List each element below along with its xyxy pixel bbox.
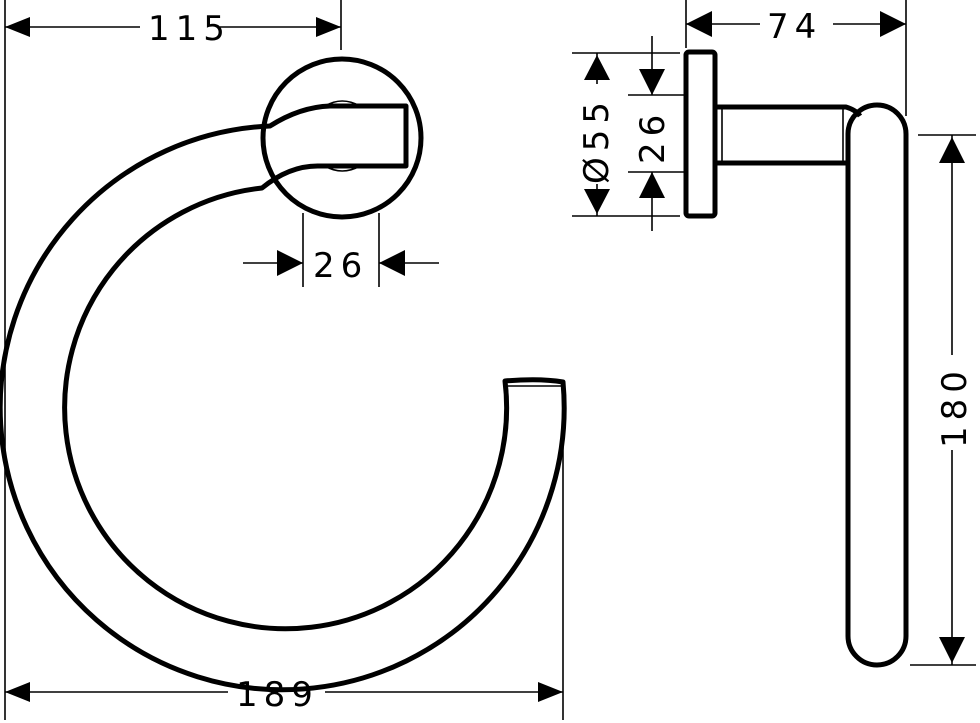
- dimension-189: 189: [4, 382, 564, 720]
- dimension-26-side: 26: [628, 36, 684, 231]
- side-view: [683, 49, 909, 668]
- dimension-55: Ø55: [572, 52, 680, 217]
- dim-label-189: 189: [236, 675, 319, 715]
- front-view: [0, 56, 567, 693]
- arm-hub: [324, 100, 361, 172]
- wall-rosette: [260, 56, 424, 220]
- dim-label-180: 180: [935, 365, 975, 448]
- dimension-74: 74: [685, 0, 907, 116]
- dim-label-26-front: 26: [313, 246, 368, 286]
- towel-ring: [0, 103, 567, 693]
- dim-label-26-side: 26: [633, 109, 673, 164]
- dim-label-diameter-55: Ø55: [577, 96, 617, 184]
- dim-label-74: 74: [767, 7, 822, 47]
- side-ring: [845, 102, 909, 668]
- dim-label-115: 115: [148, 9, 231, 49]
- side-rosette: [683, 49, 718, 219]
- dimension-115: 115: [4, 0, 342, 440]
- dimension-180: 180: [910, 134, 976, 666]
- dimension-26-front: 26: [243, 213, 439, 287]
- side-arm: [716, 104, 863, 166]
